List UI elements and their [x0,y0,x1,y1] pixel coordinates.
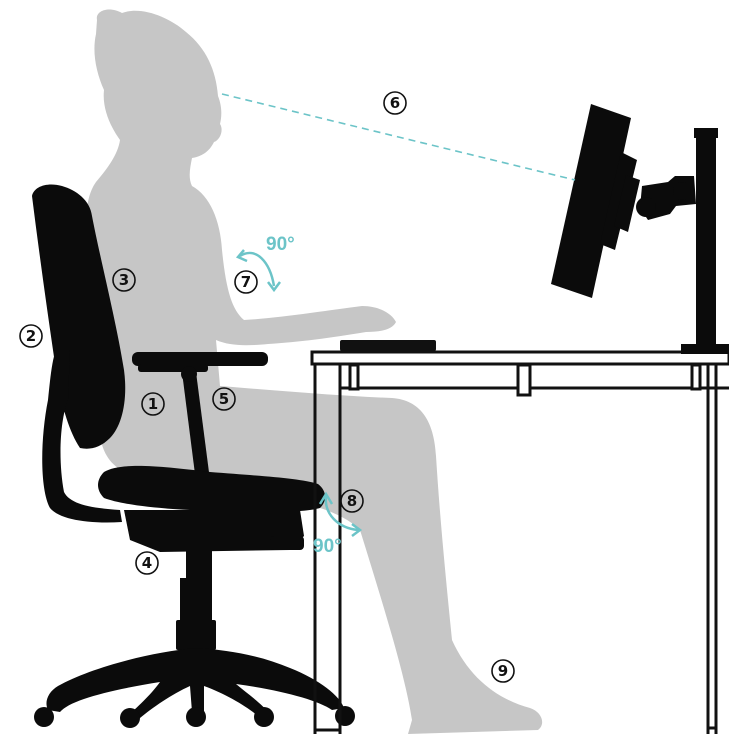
marker-9: 9 [492,660,514,682]
marker-3-label: 3 [119,271,129,289]
chair-caster [120,708,140,728]
chair-lever [270,536,304,550]
monitor [551,104,729,354]
marker-7: 7 [235,271,257,293]
chair-armrest-pad [138,364,208,372]
marker-1-label: 1 [148,395,158,413]
marker-4: 4 [136,552,158,574]
chair-caster [335,706,355,726]
marker-6-label: 6 [390,94,400,112]
desk-bracket-right [692,365,700,389]
chair-gas-lift-top [186,548,212,580]
chair-armrest [132,352,268,366]
marker-6: 6 [384,92,406,114]
monitor-pole-cap [694,128,718,138]
knee-angle-label: 90° [313,536,342,557]
marker-2-label: 2 [26,327,36,345]
marker-5-label: 5 [219,390,229,408]
desk-bracket-mid [518,365,530,395]
chair-caster [254,707,274,727]
marker-2: 2 [20,325,42,347]
marker-7-label: 7 [241,273,251,291]
desk-top [312,352,729,364]
marker-9-label: 9 [498,662,508,680]
elbow-angle-label: 90° [266,234,295,255]
monitor-pole-base [681,344,729,354]
marker-4-label: 4 [142,554,152,572]
keyboard [340,340,436,351]
chair-caster [186,707,206,727]
marker-8-label: 8 [347,492,357,510]
chair-gas-lift-sleeve [176,620,216,650]
desk-bracket-left [350,365,358,389]
chair-caster [34,707,54,727]
monitor-pole [696,134,716,350]
